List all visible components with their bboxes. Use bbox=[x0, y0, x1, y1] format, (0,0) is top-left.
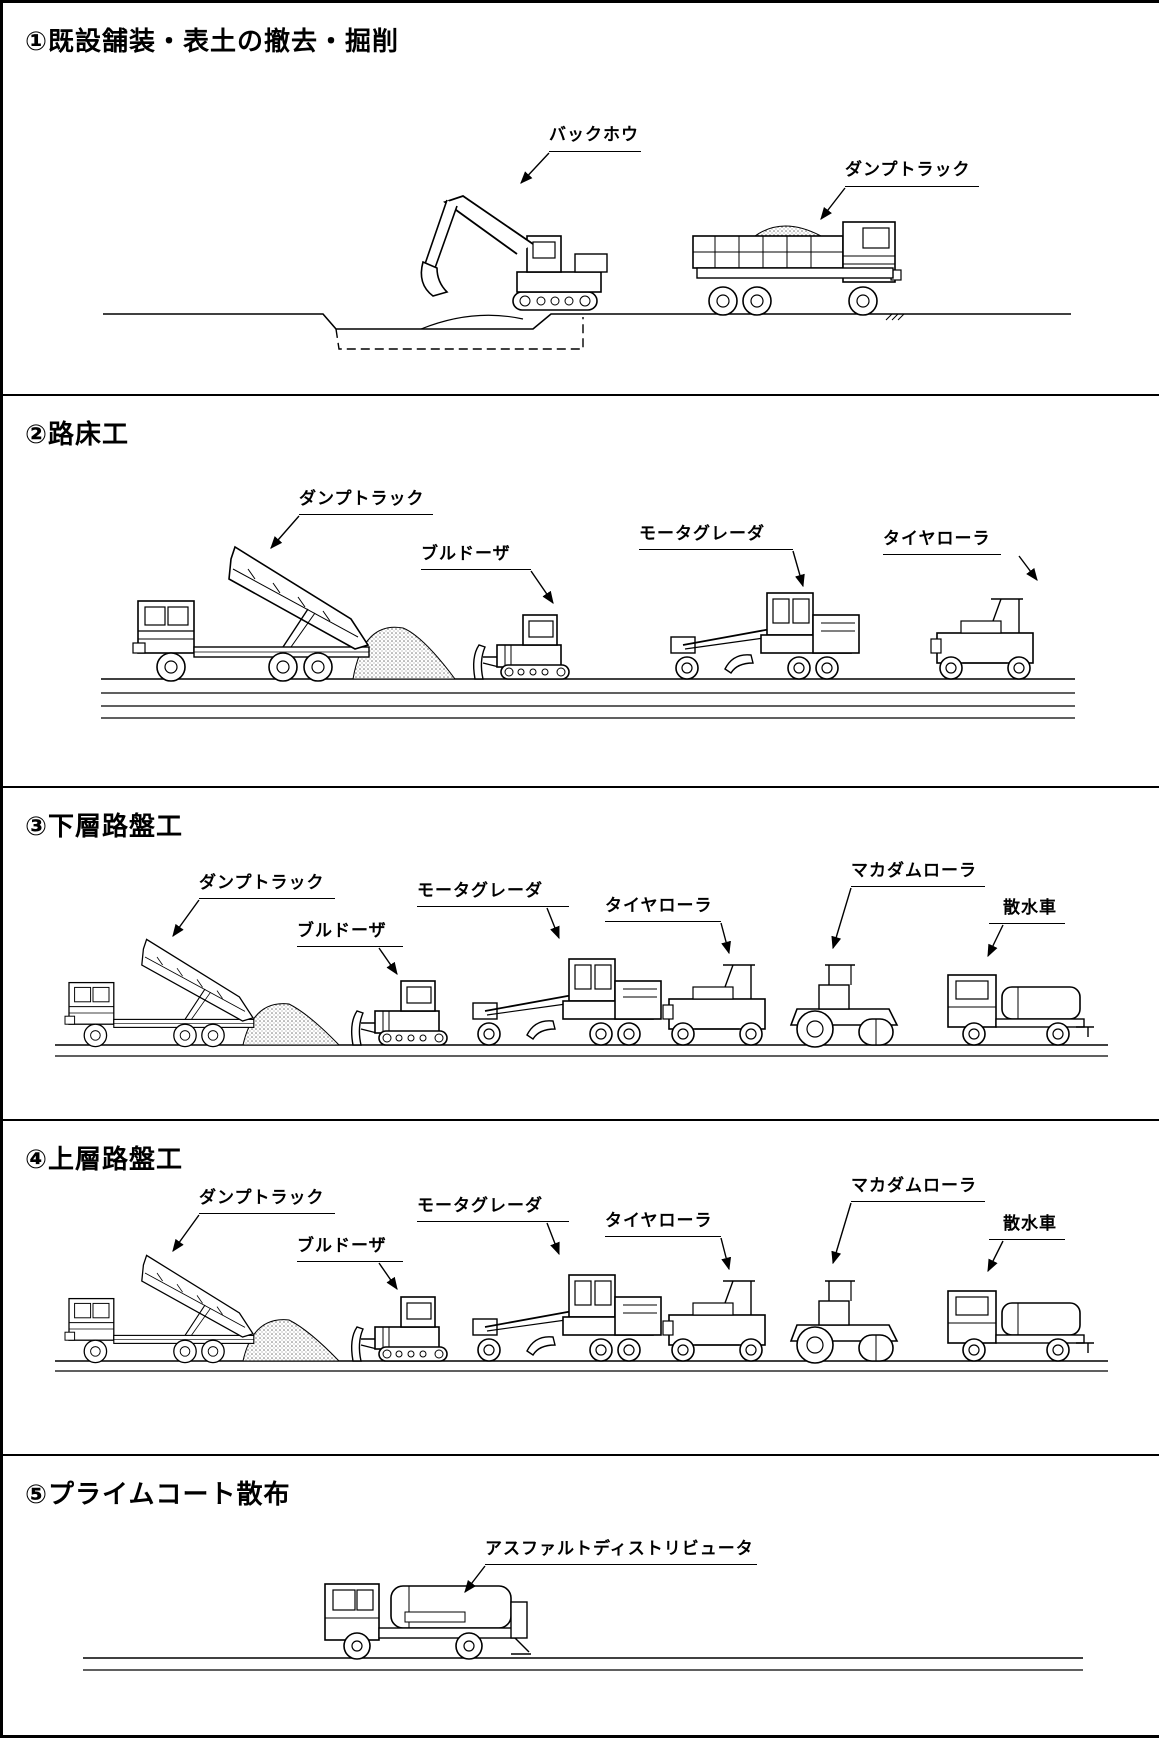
motor-grader bbox=[472, 1274, 662, 1362]
motor-grader bbox=[670, 592, 860, 680]
water-truck bbox=[947, 974, 1095, 1046]
asphalt-distributor bbox=[324, 1583, 532, 1660]
label-motor-grader: モータグレーダ bbox=[639, 524, 765, 544]
panel-title: ①既設舗装・表土の撤去・掘削 bbox=[25, 27, 400, 57]
panel-title: ④上層路盤工 bbox=[25, 1145, 184, 1175]
bulldozer bbox=[350, 980, 448, 1046]
label-bulldozer: ブルドーザ bbox=[297, 921, 387, 941]
label-water-truck: 散水車 bbox=[1003, 1214, 1057, 1234]
subgrade-illustration bbox=[3, 396, 1159, 788]
label-backhoe: バックホウ bbox=[549, 125, 639, 145]
dump-truck bbox=[132, 546, 370, 682]
label-motor-grader: モータグレーダ bbox=[417, 881, 543, 901]
dump-truck bbox=[64, 1254, 255, 1364]
label-tire-roller: タイヤローラ bbox=[883, 529, 991, 549]
panel-excavation: ①既設舗装・表土の撤去・掘削 バックホウ ダンプトラック bbox=[3, 3, 1159, 396]
label-bulldozer: ブルドーザ bbox=[421, 544, 511, 564]
label-macadam-roller: マカダムローラ bbox=[851, 1176, 977, 1196]
label-motor-grader: モータグレーダ bbox=[417, 1196, 543, 1216]
dump-truck bbox=[64, 938, 255, 1048]
macadam-roller bbox=[790, 1280, 898, 1364]
label-dump-truck: ダンプトラック bbox=[199, 1188, 325, 1208]
label-dump-truck: ダンプトラック bbox=[199, 873, 325, 893]
panel-title: ⑤プライムコート散布 bbox=[25, 1480, 291, 1510]
panel-lower-subbase: ③下層路盤工 ダンプトラック ブルドーザ モータグレーダ タイヤローラ マカダム… bbox=[3, 788, 1159, 1121]
panel-upper-subbase: ④上層路盤工 ダンプトラック ブルドーザ モータグレーダ タイヤローラ マカダム… bbox=[3, 1121, 1159, 1456]
backhoe-pointer bbox=[520, 153, 549, 184]
tire-roller bbox=[662, 964, 766, 1046]
panel-prime-coat: ⑤プライムコート散布 アスファルトディストリビュータ bbox=[3, 1456, 1159, 1738]
excavation-illustration bbox=[3, 3, 1159, 396]
label-bulldozer: ブルドーザ bbox=[297, 1236, 387, 1256]
backhoe bbox=[420, 195, 608, 311]
label-macadam-roller: マカダムローラ bbox=[851, 861, 977, 881]
water-truck bbox=[947, 1290, 1095, 1362]
label-dump-truck: ダンプトラック bbox=[845, 160, 971, 180]
label-tire-roller: タイヤローラ bbox=[605, 1211, 713, 1231]
prime-coat-illustration bbox=[3, 1456, 1159, 1738]
panel-title: ②路床工 bbox=[25, 420, 130, 450]
upper-subbase-illustration bbox=[3, 1121, 1159, 1456]
label-asphalt-distributor: アスファルトディストリビュータ bbox=[485, 1539, 754, 1559]
motor-grader bbox=[472, 958, 662, 1046]
panel-title: ③下層路盤工 bbox=[25, 812, 184, 842]
bulldozer bbox=[350, 1296, 448, 1362]
dump-truck-pointer bbox=[820, 188, 845, 220]
panel-subgrade: ②路床工 ダンプトラック ブルドーザ モータグレーダ タイヤローラ bbox=[3, 396, 1159, 788]
lower-subbase-illustration bbox=[3, 788, 1159, 1121]
dump-truck bbox=[692, 221, 909, 321]
bulldozer bbox=[472, 614, 570, 680]
label-dump-truck: ダンプトラック bbox=[299, 489, 425, 509]
tire-roller bbox=[930, 598, 1034, 680]
tire-roller bbox=[662, 1280, 766, 1362]
label-tire-roller: タイヤローラ bbox=[605, 896, 713, 916]
macadam-roller bbox=[790, 964, 898, 1048]
label-water-truck: 散水車 bbox=[1003, 898, 1057, 918]
